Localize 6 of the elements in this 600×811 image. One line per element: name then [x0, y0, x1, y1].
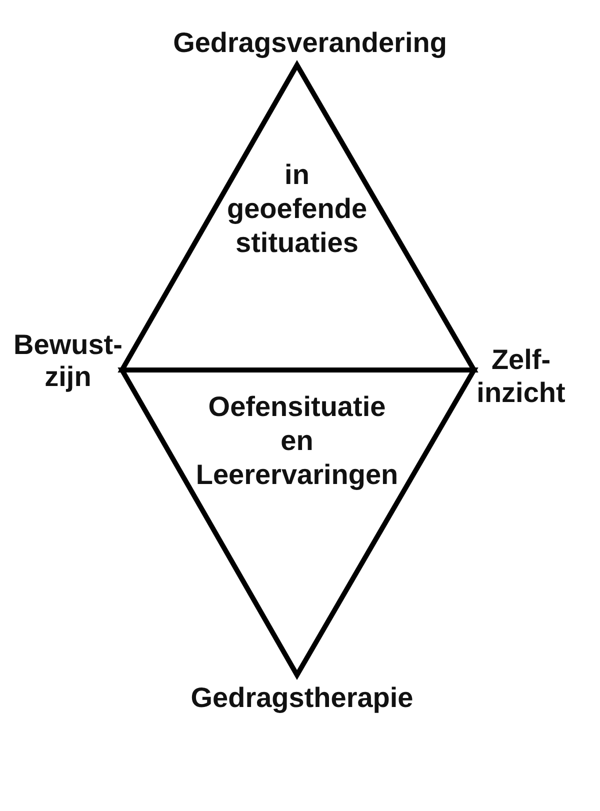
vertex-label: Zelf- inzicht [476, 343, 566, 409]
section-label: in geoefende stituaties [226, 158, 368, 260]
section-label: Oefensituatie en Leerervaringen [196, 390, 398, 492]
vertex-label: Gedragsverandering [173, 26, 447, 60]
vertex-label: Bewust- zijn [14, 329, 122, 393]
vertex-label: Gedragstherapie [190, 681, 414, 715]
